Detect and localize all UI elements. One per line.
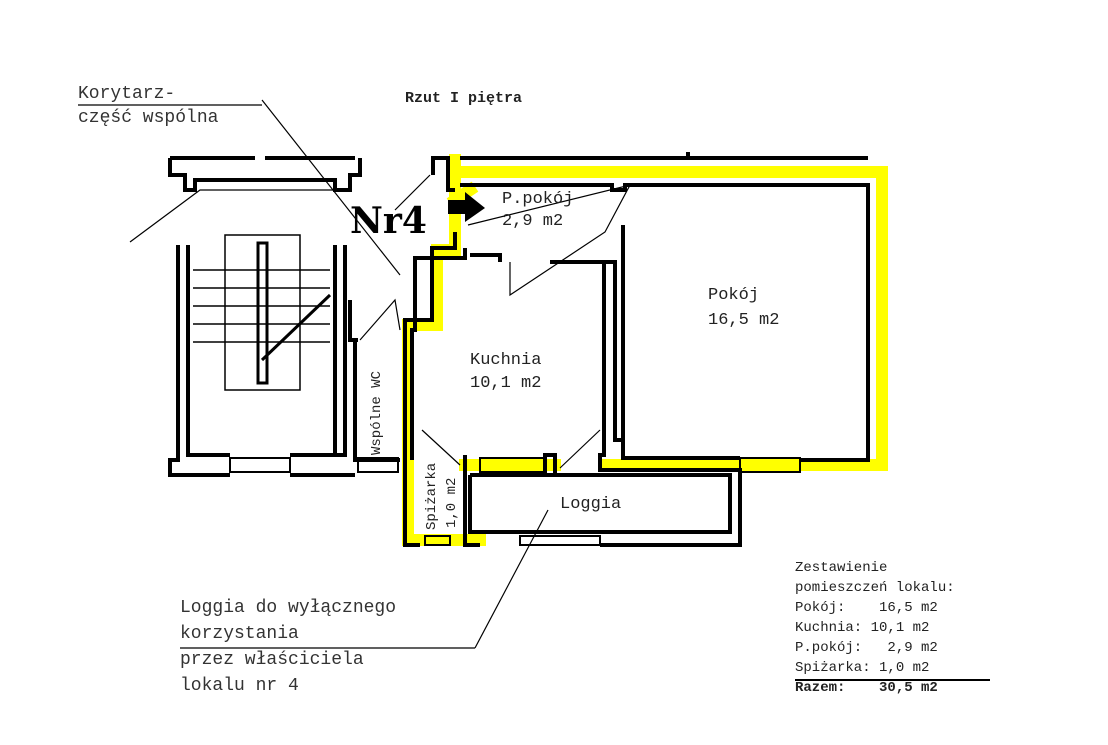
spizarka-name: Spiżarka	[424, 462, 440, 530]
summary-row: Kuchnia: 10,1 m2	[795, 620, 930, 636]
pokoj-area: 16,5 m2	[708, 311, 780, 330]
summary-title-2: pomieszczeń lokalu:	[795, 580, 955, 596]
loggia-note-2: korzystania	[180, 624, 299, 644]
plan-title: Rzut I piętra	[405, 90, 523, 107]
wc-name: Wspólne WC	[369, 370, 385, 455]
summary-total: Razem: 30,5 m2	[795, 680, 938, 696]
apartment-highlight	[402, 154, 888, 546]
loggia-note-1: Loggia do wyłącznego	[180, 598, 397, 618]
spizarka-area: 1,0 m2	[444, 477, 460, 528]
pokoj-name: Pokój	[708, 286, 760, 305]
p-pokoj-area: 2,9 m2	[502, 212, 564, 231]
summary-row: Pokój: 16,5 m2	[795, 600, 938, 616]
loggia-note-3: przez właściciela	[180, 650, 364, 670]
summary-row: P.pokój: 2,9 m2	[795, 640, 938, 656]
summary-title-1: Zestawienie	[795, 560, 888, 576]
p-pokoj-name: P.pokój	[502, 190, 574, 209]
unit-label: Nr4	[350, 200, 427, 242]
entrance-arrow	[448, 192, 485, 222]
corridor-note-1: Korytarz-	[78, 84, 176, 104]
walls	[168, 152, 870, 547]
corridor-note-2: część wspólna	[78, 108, 219, 128]
loggia-note-4: lokalu nr 4	[180, 676, 299, 696]
staircase	[193, 234, 332, 391]
kuchnia-area: 10,1 m2	[470, 374, 542, 393]
loggia-name: Loggia	[560, 495, 622, 514]
door-swings	[78, 99, 990, 681]
summary-row: Spiżarka: 1,0 m2	[795, 660, 930, 676]
kuchnia-name: Kuchnia	[470, 351, 542, 370]
